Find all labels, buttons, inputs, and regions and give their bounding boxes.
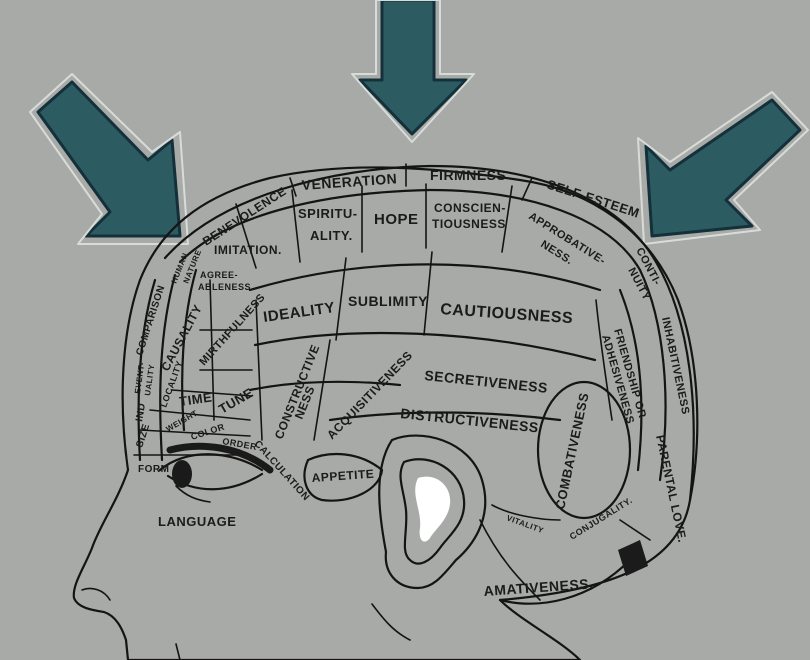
region-veneration: VENERATION [301,170,398,193]
region-form: FORM [138,464,169,475]
region-tune: TUNE [216,385,256,417]
ear [371,434,487,641]
region-agreeableness-2: ABLENESS. [198,282,254,292]
region-agreeableness-1: AGREE- [200,270,238,280]
arrow-right [637,91,809,245]
eye [158,442,274,503]
region-appetite: APPETITE [311,467,375,485]
region-self-esteem: SELF-ESTEEM [545,177,641,221]
region-color: COLOR [190,422,226,442]
region-amativeness: AMATIVENESS. [483,575,594,599]
region-cautiousness: CAUTIOUSNESS [440,301,574,327]
region-eventuality-1: EVENT- [133,361,146,394]
region-parental-love: PARENTAL LOVE. [653,434,689,544]
region-sublimity: SUBLIMITY [348,293,428,309]
region-calculation: CALCULATION [252,439,312,504]
region-ideality: IDEALITY [262,299,336,326]
head-outline [72,166,699,660]
region-time: TIME [178,390,213,409]
region-benevolence: BENEVOLENCE [200,184,289,248]
region-combativeness: COMBATIVENESS [552,391,591,510]
region-destructiveness: DISTRUCTIVENESS [400,405,540,435]
region-secretiveness: SECRETIVENESS [424,367,549,396]
region-conscientiousness-2: TIOUSNESS [432,217,506,231]
region-individuality: IND [134,402,148,422]
region-acquisitiveness: ACQUISITIVENESS [324,348,415,442]
region-language: LANGUAGE [158,514,236,529]
region-size: SIZE [134,422,152,448]
region-spirituality-2: ALITY. [310,228,353,243]
region-firmness: FIRMNESS [430,167,506,183]
region-eventuality-2: UALITY [143,363,156,396]
region-conscientiousness-1: CONSCIEN- [434,201,506,215]
region-imitation: IMITATION. [214,243,282,257]
arrow-center [351,0,475,143]
region-spirituality-1: SPIRITU- [298,206,358,221]
region-hope: HOPE [374,211,419,228]
arrow-left [29,73,189,245]
